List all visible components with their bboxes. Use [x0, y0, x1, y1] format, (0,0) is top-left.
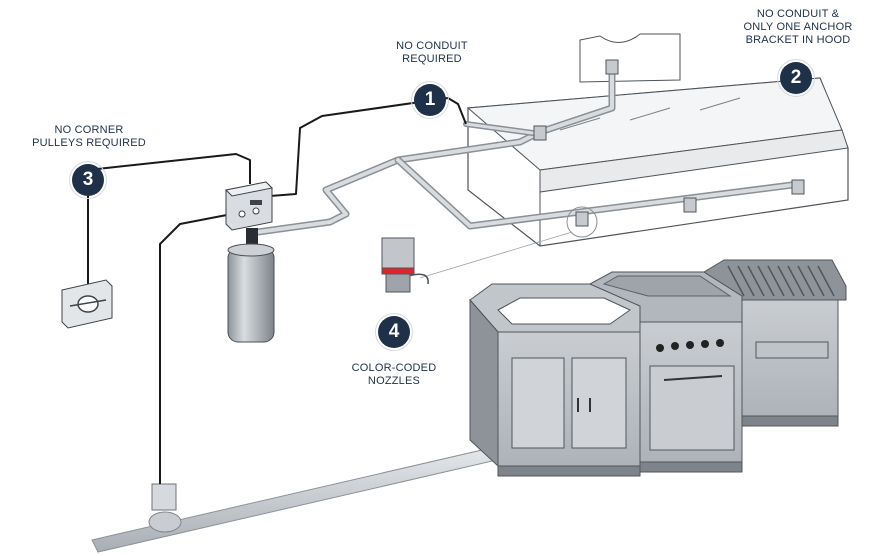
exhaust-hood	[466, 33, 849, 247]
manual-pull-station	[61, 279, 113, 329]
gas-valve-box	[151, 483, 177, 511]
nozzle-detail	[381, 231, 573, 293]
control-cables	[87, 97, 467, 484]
callout-label-3: NO CORNER PULLEYS REQUIRED	[14, 124, 164, 150]
callout-label-2: NO CONDUIT & ONLY ONE ANCHOR BRACKET IN …	[724, 8, 872, 47]
griddle-range	[588, 271, 743, 473]
callout-3-line-1: NO CORNER	[54, 124, 124, 136]
cooking-line	[469, 259, 847, 477]
nozzle-detail-circle	[566, 206, 598, 238]
callout-2-line-3: BRACKET IN HOOD	[745, 34, 851, 46]
fryer-station	[469, 283, 641, 477]
callout-badge-4: 4	[375, 313, 413, 351]
callout-label-4: COLOR-CODED NOZZLES	[334, 362, 454, 388]
hood-nozzles	[533, 59, 805, 238]
callout-badge-3: 3	[69, 161, 107, 199]
callout-1-line-2: REQUIRED	[402, 53, 462, 65]
nozzle-color-band	[381, 267, 415, 275]
callout-2-line-1: NO CONDUIT &	[756, 8, 840, 20]
callout-4-line-1: COLOR-CODED	[351, 362, 437, 374]
control-head	[224, 181, 274, 231]
agent-cylinder	[227, 228, 275, 343]
callout-1-line-1: NO CONDUIT	[396, 40, 468, 52]
callout-badge-1: 1	[411, 81, 449, 119]
callout-badge-2: 2	[777, 59, 815, 97]
callout-3-line-2: PULLEYS REQUIRED	[32, 137, 146, 149]
callout-label-1: NO CONDUIT REQUIRED	[372, 40, 492, 66]
hood-duct	[579, 33, 681, 83]
range-knobs	[656, 339, 724, 352]
charbroiler	[703, 259, 847, 427]
callout-4-line-2: NOZZLES	[367, 375, 421, 387]
callout-2-line-2: ONLY ONE ANCHOR	[743, 21, 853, 33]
gas-supply-pipe	[91, 443, 515, 553]
